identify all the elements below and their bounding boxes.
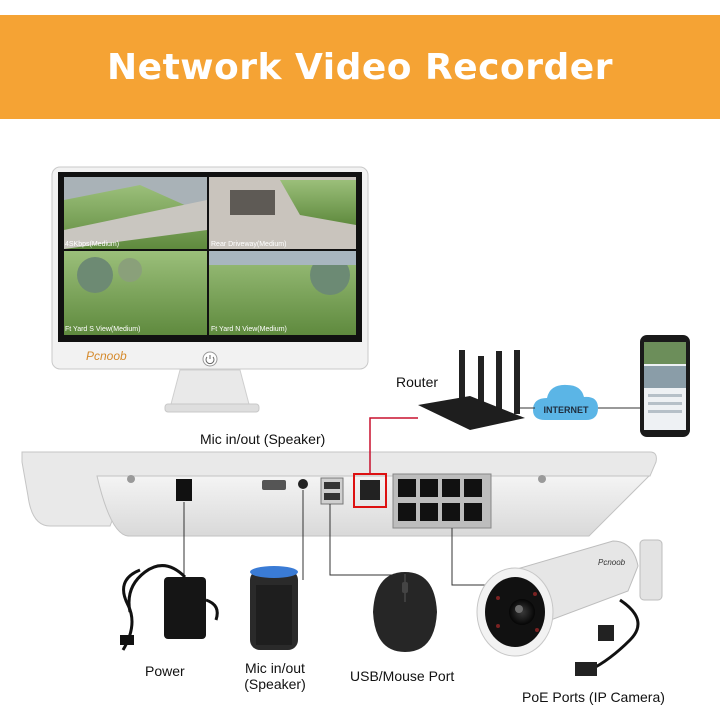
poe-leader-line [451, 528, 500, 586]
internet-cloud-icon: INTERNET [533, 384, 598, 420]
router-label: Router [396, 374, 439, 390]
camera-feed-4 [209, 251, 356, 335]
mic-bottom-label: Mic in/out (Speaker) [240, 660, 310, 692]
camera-feed-3 [64, 251, 207, 335]
feed-label-4: Ft Yard N View(Medium) [211, 326, 287, 333]
usb-leader-line [329, 504, 403, 576]
nvr-back-panel [21, 451, 657, 537]
mic-bottom-label-line2: (Speaker) [244, 676, 306, 692]
camera-feed-1 [64, 177, 207, 249]
mouse [373, 572, 437, 652]
power-port [176, 479, 192, 501]
feed-label-1: 4SKbps(Medium) [65, 241, 119, 248]
power-label: Power [145, 663, 185, 679]
router-connection-line [369, 417, 418, 474]
usb-label: USB/Mouse Port [350, 668, 455, 684]
feed-label-2: Rear Driveway(Medium) [211, 241, 286, 248]
header-banner: Network Video Recorder [0, 15, 720, 119]
router [418, 350, 525, 430]
hdmi-port [262, 480, 286, 490]
mic-top-label: Mic in/out (Speaker) [200, 431, 326, 447]
lan-port [360, 480, 380, 500]
monitor-brand-logo: Pcnoob [86, 349, 127, 363]
mic-bottom-label-line1: Mic in/out [245, 660, 305, 676]
poe-label: PoE Ports (IP Camera) [522, 689, 665, 705]
power-adapter [120, 564, 219, 651]
camera-brand-logo: Pcnoob [598, 558, 626, 567]
usb-ports [320, 477, 344, 505]
camera-feed-2 [209, 177, 356, 249]
mic-port [298, 479, 308, 489]
feed-label-3: Ft Yard S View(Medium) [65, 326, 140, 333]
ip-camera: Pcnoob [476, 539, 663, 676]
smartphone [640, 335, 690, 437]
cloud-label: INTERNET [544, 405, 590, 415]
monitor: 4SKbps(Medium) Rear Driveway(Medium) Ft … [51, 166, 369, 413]
page-title: Network Video Recorder [107, 46, 613, 88]
speaker [250, 566, 298, 650]
